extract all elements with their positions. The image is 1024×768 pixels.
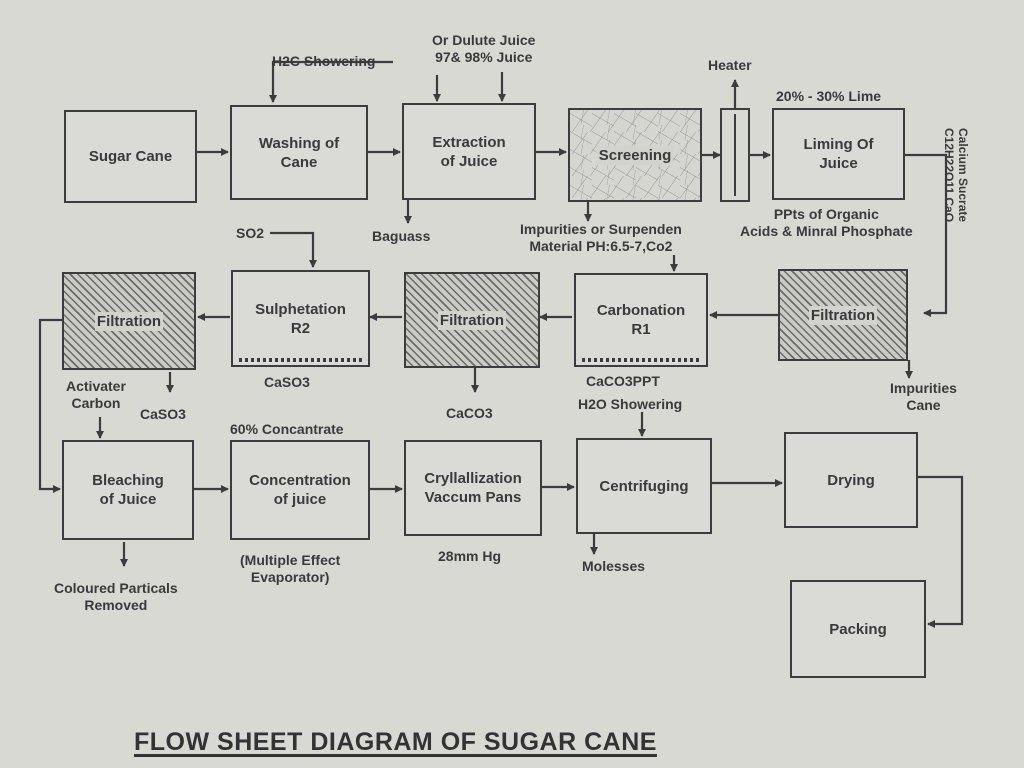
- box-carbonation-label: Carbonation R1: [596, 302, 686, 338]
- box-concentration-label: Concentration of juice: [249, 472, 351, 508]
- heater-element: [734, 114, 736, 196]
- label-calcium-sucrate: Calcium Sucrate C12H22O11.CaO: [942, 128, 970, 223]
- box-filtration-right: Filtration: [778, 269, 908, 361]
- arrow-liming-to-filtration: [905, 153, 948, 317]
- label-dilute-juice: Or Dulute Juice 97& 98% Juice: [432, 32, 536, 65]
- label-h2o-showering-bottom: H2O Showering: [578, 396, 683, 412]
- precipitate-line: [582, 358, 700, 362]
- box-filtration-left-label: Filtration: [94, 311, 164, 331]
- box-liming-label: Liming Of Juice: [803, 136, 874, 172]
- arrow-h2o-to-washing: [269, 60, 393, 103]
- box-sulphetation: Sulphetation R2: [231, 270, 370, 367]
- label-h2o-showering-top: H2C Showering: [272, 53, 376, 69]
- box-screening: Screening: [568, 108, 702, 202]
- box-screening-label: Screening: [596, 145, 674, 165]
- box-packing-label: Packing: [829, 620, 887, 638]
- label-molasses: Molesses: [582, 558, 646, 574]
- box-sulphetation-label: Sulphetation R2: [255, 300, 346, 337]
- label-caco3-ppt: CaCO3PPT: [586, 373, 660, 389]
- precipitate-line: [239, 358, 362, 362]
- box-centrifuging: Centrifuging: [576, 438, 712, 534]
- label-caso3-under: CaSO3: [264, 374, 310, 390]
- box-washing: Washing of Cane: [230, 105, 368, 200]
- heater-unit: [720, 108, 750, 202]
- box-drying-label: Drying: [827, 471, 875, 489]
- box-filtration-middle-label: Filtration: [437, 310, 507, 330]
- box-centrifuging-label: Centrifuging: [599, 477, 689, 495]
- label-so2: SO2: [236, 225, 265, 241]
- label-baguass: Baguass: [372, 228, 431, 244]
- label-caco3-middle: CaCO3: [446, 405, 493, 421]
- label-heater: Heater: [708, 57, 752, 73]
- box-crystallization-label: Cryllallization Vaccum Pans: [424, 470, 522, 506]
- box-crystallization: Cryllallization Vaccum Pans: [404, 440, 542, 536]
- label-ppts: PPts of Organic Acids & Minral Phosphate: [740, 206, 913, 239]
- label-multiple-effect: (Multiple Effect Evaporator): [240, 552, 341, 585]
- arrow-filtration-to-bleaching: [38, 318, 62, 493]
- box-filtration-left: Filtration: [62, 272, 196, 370]
- label-coloured-removed: Coloured Particals Removed: [54, 580, 178, 613]
- box-sugar-cane-label: Sugar Cane: [88, 148, 173, 165]
- label-impurities: Impurities or Surpenden Material PH:6.5-…: [520, 221, 682, 254]
- box-carbonation: Carbonation R1: [574, 273, 708, 367]
- box-filtration-right-label: Filtration: [808, 305, 878, 325]
- label-lime: 20% - 30% Lime: [776, 88, 882, 104]
- box-filtration-middle: Filtration: [404, 272, 540, 368]
- box-extraction: Extraction of Juice: [402, 103, 536, 200]
- label-concentrate: 60% Concantrate: [230, 421, 344, 437]
- label-pressure: 28mm Hg: [438, 548, 502, 564]
- label-activated-carbon: Activater Carbon: [66, 378, 126, 411]
- page-title: FLOW SHEET DIAGRAM OF SUGAR CANE: [134, 728, 657, 756]
- box-washing-label: Washing of Cane: [258, 134, 340, 171]
- box-drying: Drying: [784, 432, 918, 528]
- box-sugar-cane: Sugar Cane: [64, 110, 197, 203]
- box-extraction-label: Extraction of Juice: [432, 133, 506, 170]
- box-packing: Packing: [790, 580, 926, 678]
- label-caso3-left: CaSO3: [140, 406, 186, 422]
- arrow-so2-to-sulphetation: [270, 231, 317, 268]
- box-concentration: Concentration of juice: [230, 440, 370, 540]
- box-bleaching-label: Bleaching of Juice: [92, 472, 164, 508]
- label-impurities-cane: Impurities Cane: [890, 380, 957, 413]
- arrow-drying-to-packing: [918, 475, 964, 628]
- box-liming: Liming Of Juice: [772, 108, 905, 200]
- box-bleaching: Bleaching of Juice: [62, 440, 194, 540]
